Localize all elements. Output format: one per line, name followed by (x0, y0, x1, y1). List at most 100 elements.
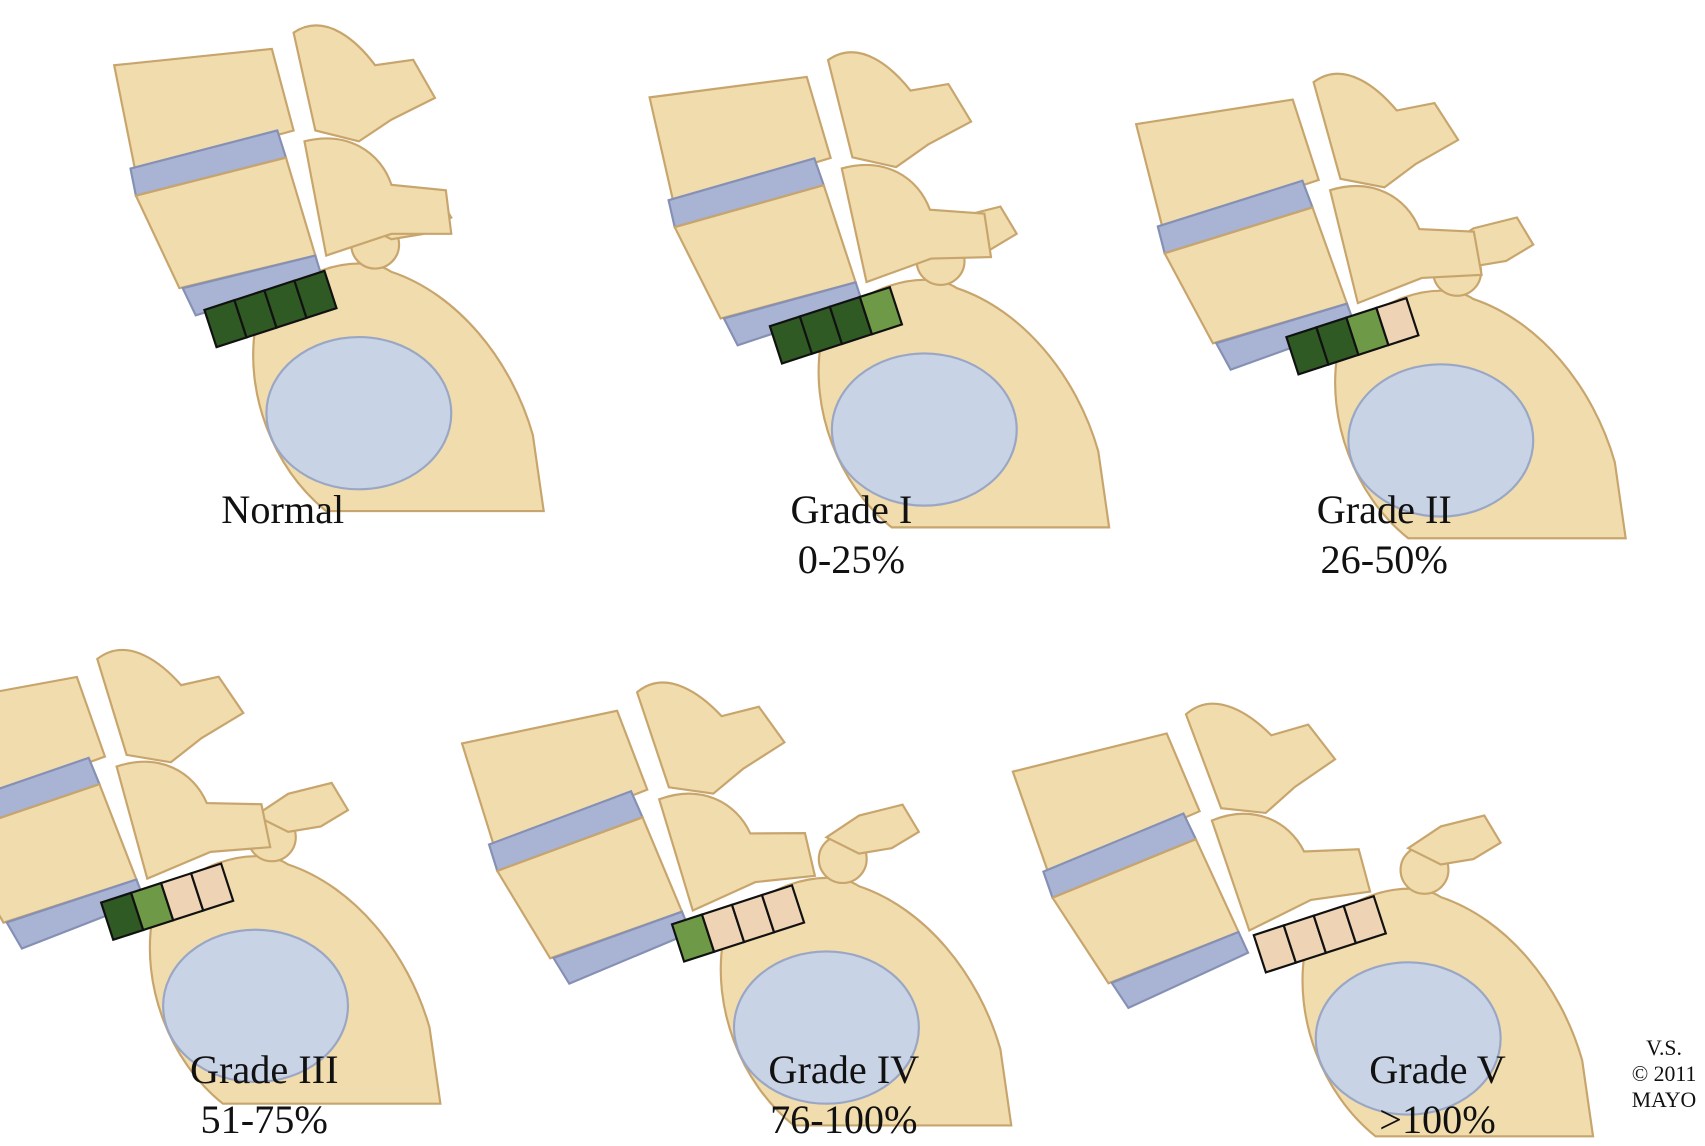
posterior-elements-lower (1328, 185, 1483, 305)
lumbar-vertebrae (1134, 72, 1483, 371)
sacral-facet (356, 189, 453, 241)
panel-label-grade-3: Grade III 51-75% (101, 1046, 427, 1146)
vertebral-body-l4 (1011, 732, 1202, 878)
slip-square-uncovered (1374, 296, 1420, 347)
sacral-process (817, 834, 868, 885)
sacral-facet (253, 781, 350, 833)
posterior-elements-upper (635, 681, 787, 795)
spine-panel-0 (112, 24, 545, 513)
slip-square-covered (1345, 306, 1390, 357)
slip-measurement-box (203, 269, 338, 349)
sacral-process (246, 812, 297, 863)
vertebral-body-l5 (673, 183, 858, 320)
grade-title: Normal (221, 488, 345, 533)
slip-square-covered (129, 881, 175, 932)
credit-org: MAYO (1631, 1088, 1697, 1113)
spine-panel-3 (0, 648, 442, 1105)
vertebral-body-l5 (1163, 206, 1349, 345)
slip-square-covered (768, 315, 814, 365)
sacral-facet (824, 803, 921, 855)
slip-measurement-box (1252, 894, 1388, 974)
grade-title: Grade II (1316, 488, 1452, 533)
slip-square-uncovered (1252, 924, 1298, 974)
sacral-facet (922, 205, 1019, 257)
posterior-elements-lower (657, 792, 817, 913)
posterior-elements-upper (1184, 702, 1337, 815)
slip-square-uncovered (760, 883, 806, 934)
grade-range: 0-25% (797, 538, 906, 583)
vertebral-body-l4 (1134, 98, 1321, 233)
posterior-elements-lower (115, 760, 272, 881)
posterior-elements-upper (1312, 72, 1460, 189)
intervertebral-disc (129, 129, 288, 198)
sacral-surface (830, 352, 1018, 507)
posterior-elements-upper (292, 24, 437, 143)
sacral-process (1399, 844, 1450, 895)
slip-square-covered (1285, 325, 1330, 376)
spine-panel-2 (1134, 72, 1627, 540)
panel-label-grade-4: Grade IV 76-100% (681, 1046, 1007, 1146)
vertebral-body-l4 (0, 675, 107, 814)
slip-square-uncovered (159, 871, 205, 922)
credit-initials: V.S. (1646, 1036, 1682, 1061)
slip-square-covered (828, 295, 874, 346)
panel-label-normal: Normal (120, 486, 446, 536)
vertebral-body-l4 (460, 709, 649, 851)
lumbar-vertebrae (0, 648, 272, 950)
slip-measurement-box (99, 862, 235, 942)
sacral-process (1432, 246, 1483, 297)
grade-range: >100% (1379, 1098, 1496, 1143)
spine-panel-1 (648, 51, 1111, 529)
lumbar-vertebrae (460, 681, 817, 986)
slip-square-covered (263, 279, 308, 330)
intervertebral-disc (487, 789, 645, 873)
sacral-surface (265, 336, 453, 491)
grade-title: Grade V (1369, 1048, 1506, 1093)
posterior-elements-lower (1210, 812, 1372, 933)
lumbosacral-disc (5, 878, 147, 950)
lumbar-vertebrae (648, 51, 993, 347)
sacrum (252, 262, 545, 513)
sacral-process (915, 235, 966, 286)
sacral-process (350, 219, 401, 270)
vertebral-body-l5 (134, 156, 317, 290)
panel-label-grade-2: Grade II 26-50% (1221, 486, 1547, 586)
posterior-elements-upper (96, 648, 245, 764)
slip-square-uncovered (1312, 904, 1358, 955)
vertebral-body-l4 (112, 47, 295, 176)
vertebral-body-l5 (495, 816, 684, 960)
vertebral-body-l4 (648, 75, 832, 207)
lumbar-vertebrae (112, 24, 453, 317)
panel-label-grade-1: Grade I 0-25% (688, 486, 1014, 586)
grade-range: 76-100% (770, 1098, 918, 1143)
grade-title: Grade I (790, 488, 913, 533)
posterior-elements-upper (826, 51, 973, 169)
lumbar-vertebrae (1011, 702, 1372, 1010)
lumbosacral-disc (181, 254, 324, 317)
posterior-elements-lower (303, 137, 453, 257)
slip-square-covered (99, 891, 145, 942)
slip-square-uncovered (1282, 914, 1328, 965)
slip-square-covered (233, 289, 278, 339)
sacral-facet (1438, 216, 1535, 268)
slip-square-covered (670, 913, 716, 963)
slip-measurement-box (768, 285, 904, 365)
copyright-credit: V.S. © 2011 MAYO (1632, 1035, 1697, 1113)
slip-square-covered (1315, 316, 1360, 366)
posterior-elements-lower (840, 163, 993, 284)
intervertebral-disc (0, 756, 101, 836)
grade-title: Grade III (189, 1048, 339, 1093)
grade-range: 26-50% (1320, 538, 1448, 583)
slip-measurement-box (1285, 296, 1420, 376)
credit-copyright: © 2011 (1631, 1062, 1697, 1087)
slip-square-covered (293, 269, 338, 320)
lumbosacral-disc (1110, 930, 1250, 1010)
slip-square-uncovered (730, 893, 776, 944)
intervertebral-disc (667, 156, 826, 229)
slip-square-covered (203, 298, 248, 349)
grade-range: 51-75% (200, 1098, 328, 1143)
intervertebral-disc (1042, 812, 1198, 900)
vertebral-body-l5 (0, 782, 138, 925)
lumbosacral-disc (551, 910, 693, 986)
